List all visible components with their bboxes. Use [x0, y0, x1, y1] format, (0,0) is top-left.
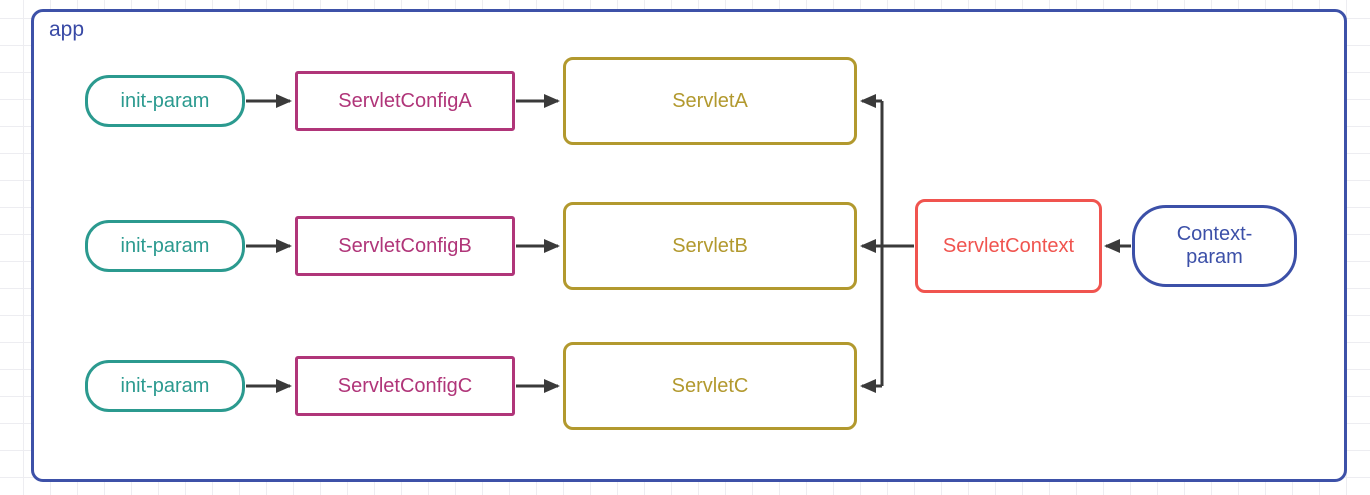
node-servlet-config-a-label: ServletConfigA — [338, 89, 472, 112]
node-context-param-label-line2: param — [1186, 246, 1243, 268]
node-servlet-context[interactable]: ServletContext — [915, 199, 1102, 293]
node-servlet-c[interactable]: ServletC — [563, 342, 857, 430]
node-servlet-b-label: ServletB — [672, 234, 748, 257]
node-init-param-3[interactable]: init-param — [85, 360, 245, 412]
node-servlet-config-b-label: ServletConfigB — [338, 234, 472, 257]
node-context-param-label-line1: Context- — [1176, 223, 1253, 245]
node-init-param-1[interactable]: init-param — [85, 75, 245, 127]
node-servlet-a-label: ServletA — [672, 89, 748, 112]
node-context-param[interactable]: Context- param — [1132, 205, 1297, 287]
node-servlet-a[interactable]: ServletA — [563, 57, 857, 145]
node-servlet-config-b[interactable]: ServletConfigB — [295, 216, 515, 276]
node-servlet-c-label: ServletC — [671, 374, 749, 397]
node-init-param-3-label: init-param — [120, 374, 210, 397]
node-servlet-config-c-label: ServletConfigC — [337, 374, 473, 397]
node-servlet-config-c[interactable]: ServletConfigC — [295, 356, 515, 416]
node-init-param-2-label: init-param — [120, 234, 210, 257]
node-init-param-2[interactable]: init-param — [85, 220, 245, 272]
node-servlet-b[interactable]: ServletB — [563, 202, 857, 290]
node-init-param-1-label: init-param — [120, 89, 210, 112]
node-servlet-context-label: ServletContext — [942, 234, 1075, 257]
app-container-label: app — [49, 18, 85, 41]
node-servlet-config-a[interactable]: ServletConfigA — [295, 71, 515, 131]
